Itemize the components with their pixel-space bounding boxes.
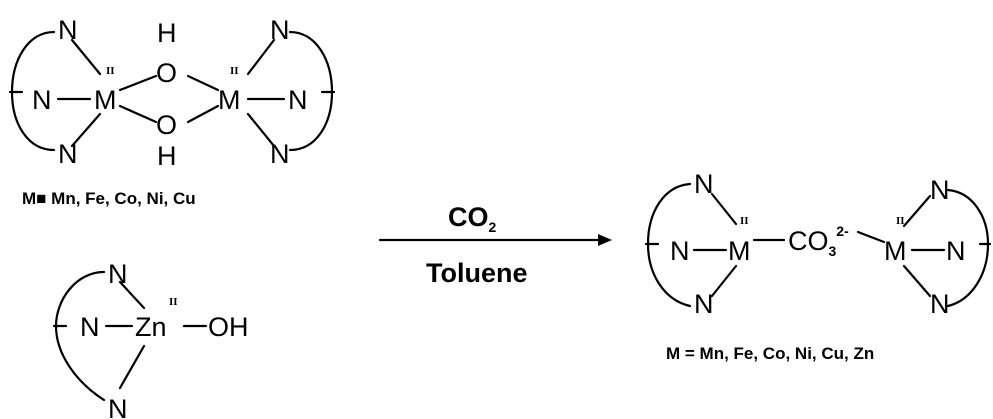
bond-m1-o-top: [118, 74, 158, 92]
arrow-head: [598, 234, 612, 246]
oxidation-state: II: [740, 215, 749, 227]
product-dimer: N N N M II CO32- M II N N N M = Mn, Fe, …: [644, 169, 992, 363]
atom-o: O: [156, 58, 177, 88]
reaction-arrow: CO2 Toluene: [378, 202, 612, 288]
atom-metal: M: [94, 85, 117, 115]
atom-n: N: [108, 394, 128, 419]
bond-zn-n-top: [118, 280, 146, 310]
bond-pm2-n-bottom: [902, 264, 932, 298]
atom-n: N: [670, 236, 690, 266]
bond-m2-o-bottom: [186, 104, 220, 124]
solvent-label: Toluene: [426, 258, 528, 288]
oxidation-state: II: [106, 65, 115, 77]
bond-m1-o-bottom: [118, 104, 158, 124]
bond-m2-n-top: [246, 38, 276, 76]
atom-n: N: [930, 289, 950, 319]
atom-n: N: [270, 139, 290, 169]
atom-n: N: [58, 15, 78, 45]
atom-metal: M: [884, 236, 907, 266]
bond-pm2-n-top: [902, 194, 932, 228]
bond-pm1-n-bottom: [710, 264, 738, 298]
bond-m1-n-top: [70, 38, 102, 76]
atom-metal: M: [728, 236, 751, 266]
atom-metal: M: [218, 85, 241, 115]
metal-list-caption: M = Mn, Fe, Co, Ni, Cu, Zn: [666, 344, 874, 363]
oxidation-state: II: [896, 215, 905, 227]
atom-n: N: [694, 169, 714, 199]
bond-pm1-n-top: [710, 192, 738, 226]
atom-hydroxide: OH: [208, 312, 249, 342]
atom-n: N: [58, 139, 78, 169]
bond-m2-n-bottom: [246, 112, 276, 148]
atom-n: N: [288, 85, 308, 115]
reactant-dimer: N N N M II H O O H M II N N N M■ Mn, Fe,…: [8, 15, 336, 208]
atom-n: N: [108, 259, 128, 289]
atom-n: N: [32, 85, 52, 115]
bond-m1-n-bottom: [70, 112, 102, 148]
reagent-label: CO2: [448, 202, 497, 235]
atom-h: H: [157, 18, 177, 48]
atom-n: N: [270, 15, 290, 45]
oxidation-state: II: [169, 296, 178, 308]
atom-zinc: Zn: [135, 312, 167, 342]
metal-list-caption: M■ Mn, Fe, Co, Ni, Cu: [22, 189, 196, 208]
oxidation-state: II: [230, 65, 239, 77]
atom-h: H: [157, 141, 177, 171]
bond-pm2-carbonate: [856, 230, 886, 244]
atom-n: N: [930, 175, 950, 205]
atom-o: O: [156, 110, 177, 140]
bond-zn-n-bottom: [118, 344, 146, 390]
reactant-zinc: N N N Zn II OH: [52, 259, 249, 419]
carbonate-label: CO32-: [788, 223, 849, 259]
atom-n: N: [694, 289, 714, 319]
atom-n: N: [946, 236, 966, 266]
bond-m2-o-top: [186, 74, 220, 92]
atom-n: N: [80, 312, 100, 342]
